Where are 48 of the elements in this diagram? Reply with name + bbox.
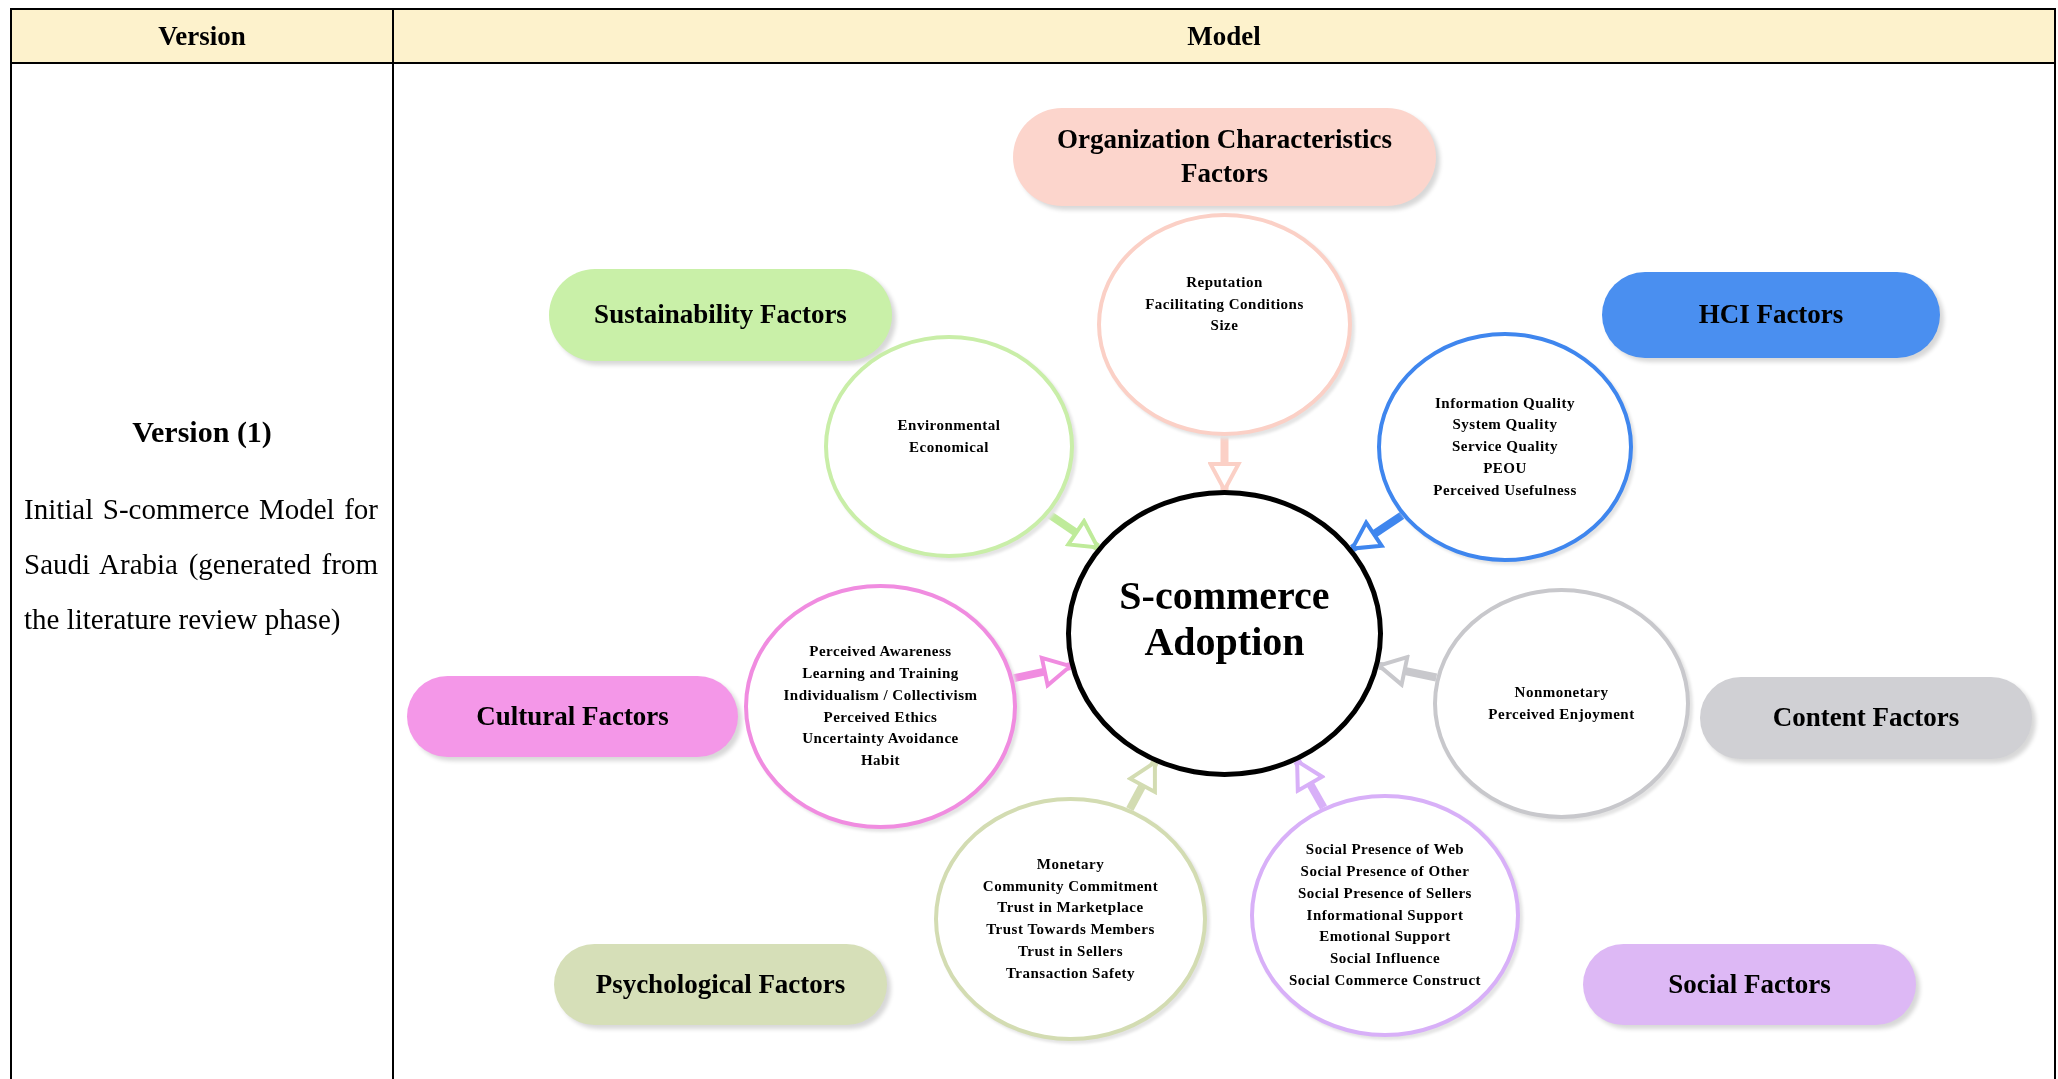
factor-pill: Cultural Factors: [407, 676, 738, 757]
factor-item: Facilitating Conditions: [1145, 294, 1304, 314]
factor-pill: Content Factors: [1700, 677, 2032, 759]
factor-item: Social Presence of Sellers: [1298, 883, 1472, 903]
factor-item: Transaction Safety: [1005, 963, 1136, 983]
factor-item: Economical: [909, 437, 989, 457]
factor-item: PEOU: [1483, 458, 1527, 478]
arrow: [1208, 436, 1241, 492]
factor-item: System Quality: [1452, 415, 1558, 435]
factor-item: Informational Support: [1306, 905, 1464, 925]
factor-pill: Organization Characteristics Factors: [1013, 108, 1436, 206]
factor-item: Trust in Sellers: [1017, 941, 1124, 961]
version-heading: Version (1): [131, 415, 273, 450]
factor-item: Social Presence of Other: [1300, 862, 1470, 882]
factor-item: Size: [1210, 316, 1239, 336]
factor-item: Reputation: [1186, 272, 1263, 292]
factor-item: Perceived Enjoyment: [1488, 704, 1635, 724]
center-circle: S-commerce Adoption: [1066, 490, 1383, 777]
factor-item: Social Commerce Construct: [1288, 970, 1482, 990]
arrow: [1012, 655, 1073, 688]
factor-item: Environmental: [897, 415, 1001, 435]
factor-item: Service Quality: [1451, 437, 1559, 457]
arrow: [1377, 655, 1438, 687]
description-text: Initial S-commerce Model for Saudi Arabia (generated from the literature review phase): [24, 492, 378, 637]
factor-item: Trust Towards Members: [986, 920, 1155, 939]
factor-pill: Sustainability Factors: [549, 269, 892, 361]
header-cell: Version: [12, 10, 392, 62]
factor-item: Perceived Ethics: [823, 707, 938, 727]
factor-item: Perceived Usefulness: [1433, 480, 1577, 500]
factor-pill: HCI Factors: [1602, 272, 1940, 358]
factor-item: Individualism / Collectivism: [783, 685, 978, 705]
factor-item: Social Influence: [1329, 949, 1441, 969]
factor-item: Emotional Support: [1319, 927, 1451, 947]
factor-item: Information Quality: [1435, 393, 1575, 413]
factor-pill: Psychological Factors: [554, 944, 887, 1025]
factor-item: Perceived Awareness: [809, 642, 952, 662]
factor-pill: Social Factors: [1583, 944, 1916, 1025]
arrow: [1046, 510, 1100, 551]
factor-item: Learning and Training: [802, 664, 959, 683]
factor-item: Uncertainty Avoidance: [802, 729, 959, 749]
factor-item: Community Commitment: [982, 876, 1159, 896]
factor-item: Social Presence of Web: [1305, 840, 1465, 860]
factor-item: Monetary: [1036, 854, 1105, 874]
factor-item: Nonmonetary: [1514, 682, 1609, 702]
factor-item: Habit: [860, 751, 901, 770]
arrow: [1350, 512, 1405, 552]
factor-item: Trust in Marketplace: [997, 898, 1144, 918]
header-cell: Model: [394, 10, 2054, 62]
